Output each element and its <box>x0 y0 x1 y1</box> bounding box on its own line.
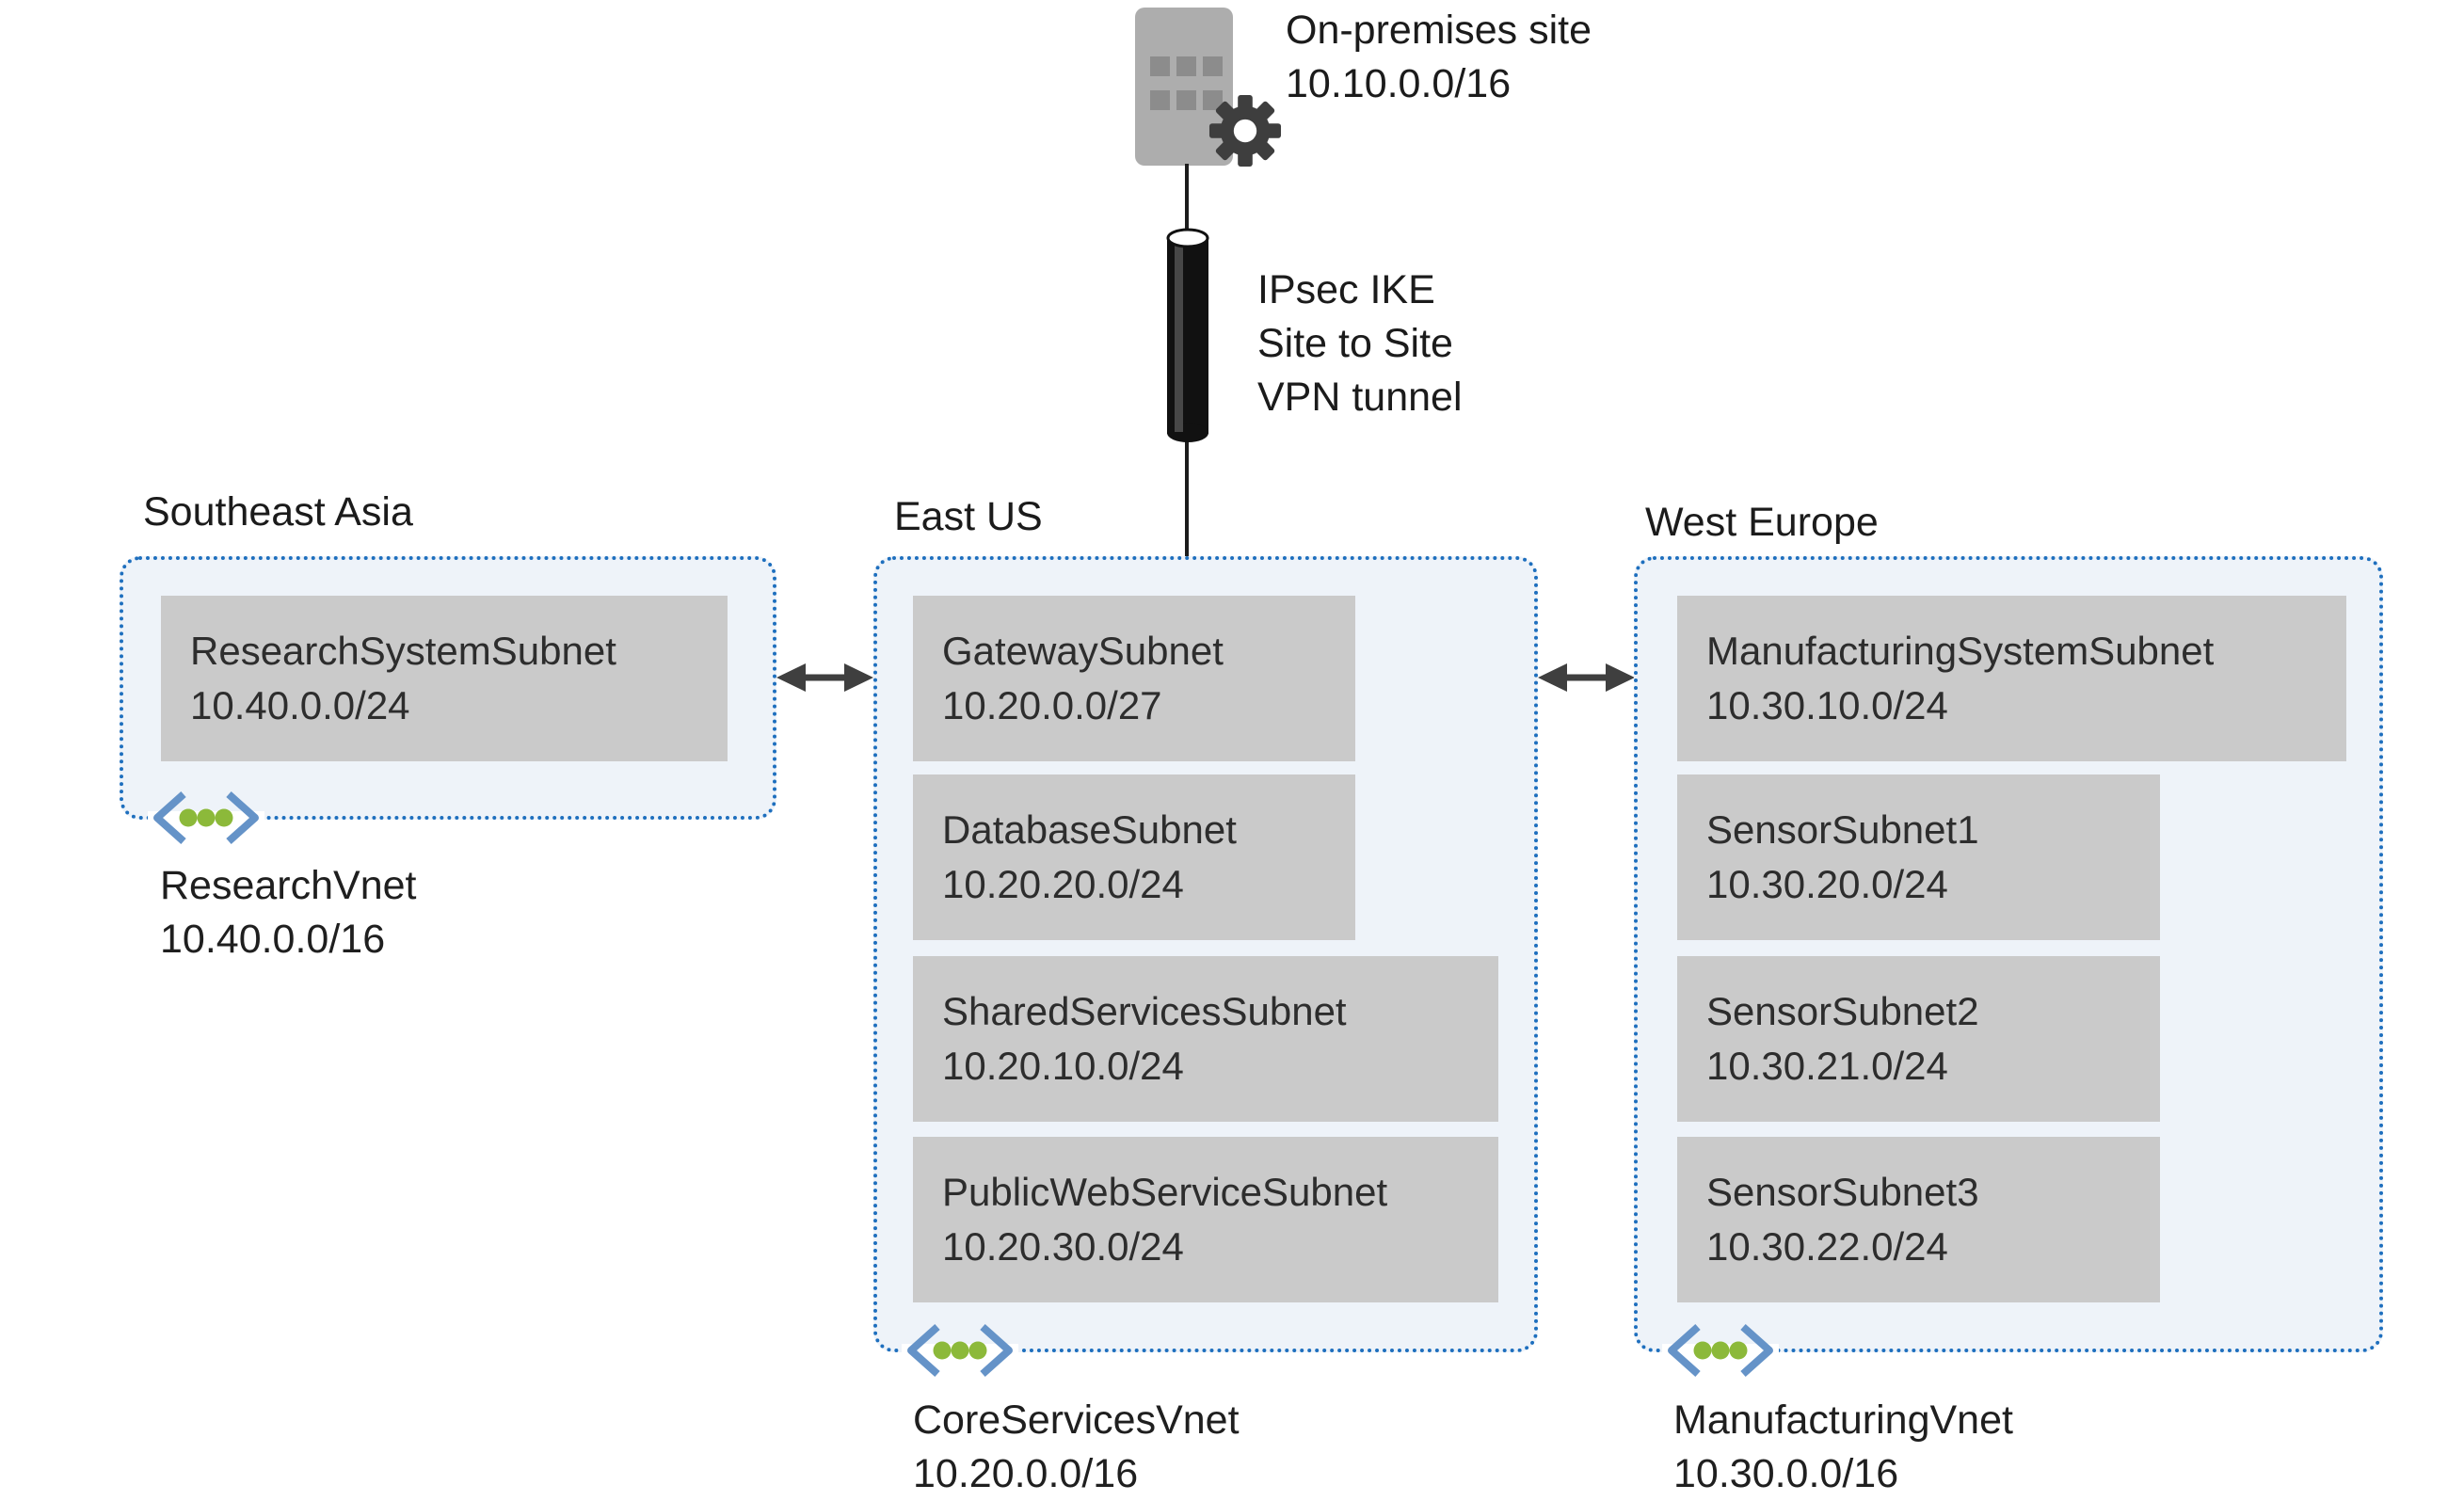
subnet-name: SharedServicesSubnet <box>942 989 1347 1033</box>
vnet-icon <box>902 1324 1018 1377</box>
building-window <box>1150 90 1170 110</box>
vnet-icon <box>148 791 264 844</box>
subnet-cidr: 10.30.21.0/24 <box>1706 1044 1948 1088</box>
subnet-box: SharedServicesSubnet 10.20.10.0/24 <box>913 956 1498 1122</box>
subnet-box: SensorSubnet2 10.30.21.0/24 <box>1677 956 2160 1122</box>
region-label-west-europe: West Europe <box>1645 500 1879 545</box>
subnet-cidr: 10.20.0.0/27 <box>942 683 1162 727</box>
subnet-cidr: 10.20.10.0/24 <box>942 1044 1184 1088</box>
region-box-west-europe: ManufacturingSystemSubnet 10.30.10.0/24 … <box>1634 556 2383 1352</box>
vnet-name: ResearchVnet <box>160 863 417 908</box>
subnet-name: ManufacturingSystemSubnet <box>1706 629 2215 673</box>
subnet-box: ManufacturingSystemSubnet 10.30.10.0/24 <box>1677 596 2346 761</box>
vnet-cidr: 10.20.0.0/16 <box>913 1451 1139 1496</box>
subnet-cidr: 10.30.10.0/24 <box>1706 683 1948 727</box>
subnet-cidr: 10.20.30.0/24 <box>942 1224 1184 1269</box>
vpn-tunnel-label: IPsec IKE Site to Site VPN tunnel <box>1257 263 1463 424</box>
vnet-label-manufacturing: ManufacturingVnet 10.30.0.0/16 <box>1673 1394 2013 1501</box>
subnet-name: SensorSubnet2 <box>1706 989 1979 1033</box>
subnet-cidr: 10.20.20.0/24 <box>942 862 1184 906</box>
vpn-tunnel-cylinder-icon <box>1166 228 1209 442</box>
vpn-tunnel-line2: Site to Site <box>1257 321 1453 366</box>
subnet-name: SensorSubnet3 <box>1706 1170 1979 1214</box>
vnet-name: CoreServicesVnet <box>913 1397 1240 1443</box>
subnet-cidr: 10.30.22.0/24 <box>1706 1224 1948 1269</box>
region-box-east-us: GatewaySubnet 10.20.0.0/27 DatabaseSubne… <box>873 556 1538 1352</box>
on-premises-text: On-premises site 10.10.0.0/16 <box>1286 4 1592 111</box>
vpn-tunnel-line1: IPsec IKE <box>1257 267 1435 312</box>
subnet-name: ResearchSystemSubnet <box>190 629 616 673</box>
subnet-name: GatewaySubnet <box>942 629 1224 673</box>
building-window <box>1203 56 1223 76</box>
subnet-cidr: 10.30.20.0/24 <box>1706 862 1948 906</box>
subnet-cidr: 10.40.0.0/24 <box>190 683 410 727</box>
building-window <box>1176 56 1196 76</box>
subnet-box: GatewaySubnet 10.20.0.0/27 <box>913 596 1355 761</box>
vnet-icon <box>1662 1324 1779 1377</box>
subnet-name: SensorSubnet1 <box>1706 807 1979 852</box>
subnet-name: DatabaseSubnet <box>942 807 1237 852</box>
vnet-cidr: 10.40.0.0/16 <box>160 917 386 962</box>
region-label-southeast-asia: Southeast Asia <box>143 489 413 535</box>
vnet-label-research: ResearchVnet 10.40.0.0/16 <box>160 859 417 966</box>
vnet-label-coreservices: CoreServicesVnet 10.20.0.0/16 <box>913 1394 1240 1501</box>
peering-arrow-sea-eastus <box>776 663 873 692</box>
region-box-southeast-asia: ResearchSystemSubnet 10.40.0.0/24 <box>120 556 776 820</box>
building-window <box>1203 90 1223 110</box>
subnet-box: ResearchSystemSubnet 10.40.0.0/24 <box>161 596 728 761</box>
gear-icon <box>1208 94 1282 168</box>
peering-arrow-eastus-westeurope <box>1538 663 1635 692</box>
subnet-box: SensorSubnet1 10.30.20.0/24 <box>1677 774 2160 940</box>
subnet-name: PublicWebServiceSubnet <box>942 1170 1388 1214</box>
building-icon <box>1135 8 1233 166</box>
building-window <box>1176 90 1196 110</box>
vnet-cidr: 10.30.0.0/16 <box>1673 1451 1899 1496</box>
subnet-box: SensorSubnet3 10.30.22.0/24 <box>1677 1137 2160 1302</box>
vpn-tunnel-line3: VPN tunnel <box>1257 375 1463 420</box>
subnet-box: DatabaseSubnet 10.20.20.0/24 <box>913 774 1355 940</box>
subnet-box: PublicWebServiceSubnet 10.20.30.0/24 <box>913 1137 1498 1302</box>
building-window <box>1150 56 1170 76</box>
region-label-east-us: East US <box>894 494 1043 539</box>
on-premises-label: On-premises site <box>1286 8 1592 53</box>
on-premises-cidr: 10.10.0.0/16 <box>1286 61 1512 106</box>
vnet-name: ManufacturingVnet <box>1673 1397 2013 1443</box>
